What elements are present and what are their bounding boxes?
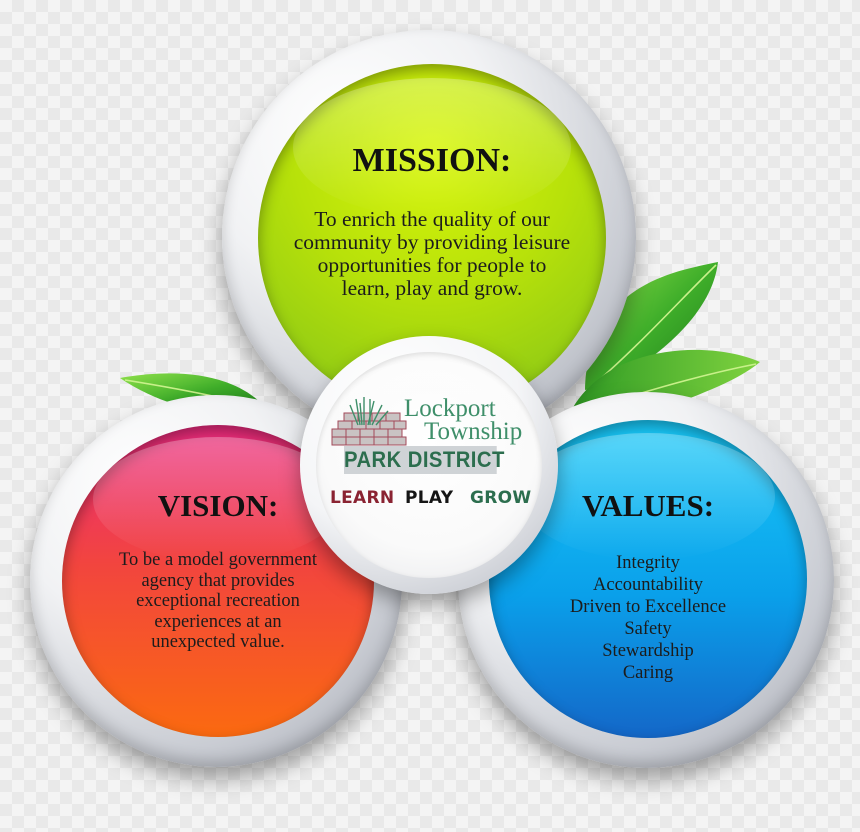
- vision-line: unexpected value.: [151, 632, 285, 652]
- values-item: Caring: [622, 663, 674, 683]
- mission-statement: To enrich the quality of our community b…: [262, 208, 602, 300]
- logo-park-district: PARK DISTRICT: [344, 446, 505, 474]
- values-list: Integrity Accountability Driven to Excel…: [515, 552, 781, 684]
- vision-heading: VISION:: [157, 488, 279, 523]
- vision-line: agency that provides: [141, 570, 295, 591]
- vision-line: experiences at an: [154, 611, 282, 632]
- values-item: Accountability: [593, 575, 703, 595]
- mission-circle: [258, 64, 606, 412]
- values-item: Stewardship: [602, 641, 694, 661]
- values-item: Driven to Excellence: [569, 597, 727, 617]
- vision-line: exceptional recreation: [136, 591, 300, 611]
- values-item: Safety: [624, 619, 672, 639]
- mission-line: To enrich the quality of our: [314, 207, 550, 231]
- vision-statement: To be a model government agency that pro…: [72, 550, 364, 653]
- tagline-grow: GROW: [470, 488, 532, 508]
- values-heading: VALUES:: [581, 488, 715, 523]
- tagline-learn: LEARN: [330, 488, 395, 508]
- mission-line: opportunities for people to: [317, 253, 547, 277]
- logo-name-line2: Township: [424, 418, 523, 445]
- tagline-play: PLAY: [405, 488, 454, 508]
- brick-wall-grass-icon: [331, 397, 407, 446]
- mission-line: learn, play and grow.: [341, 276, 523, 300]
- vision-line: To be a model government: [118, 550, 318, 570]
- logo-name-line1: Lockport: [404, 395, 496, 422]
- mission-line: community by providing leisure: [293, 230, 571, 254]
- mission-heading: MISSION:: [352, 142, 512, 179]
- values-item: Integrity: [616, 553, 680, 573]
